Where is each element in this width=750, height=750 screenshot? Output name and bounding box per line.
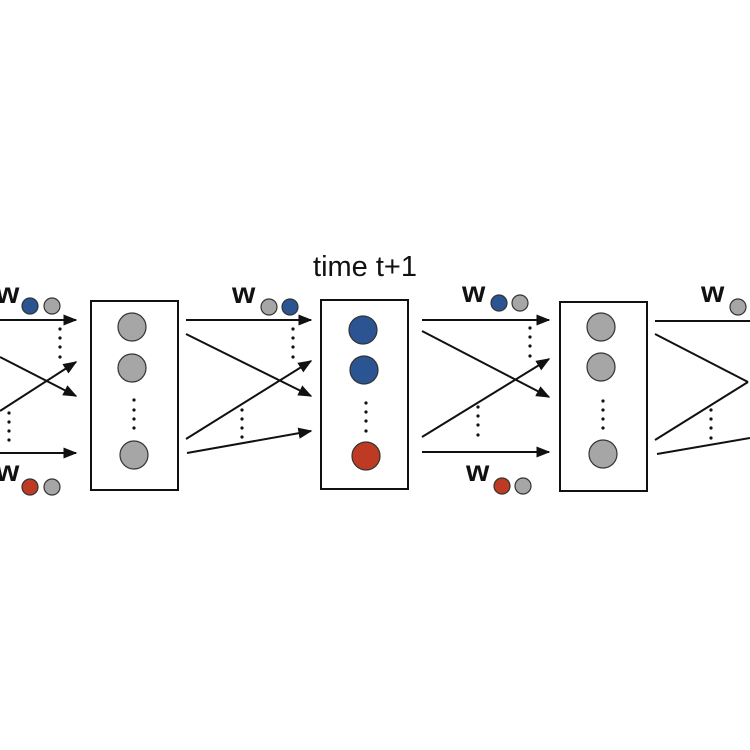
edge xyxy=(185,360,313,440)
edge xyxy=(654,381,749,441)
ellipsis-dots xyxy=(240,327,295,439)
subscript-node xyxy=(260,298,278,316)
neuron xyxy=(349,355,379,385)
subscript-node xyxy=(281,298,299,316)
weight-label-top-far-right: w xyxy=(700,276,747,316)
neuron xyxy=(586,312,616,342)
edge xyxy=(421,330,551,398)
neuron xyxy=(117,312,147,342)
edge xyxy=(421,358,551,438)
connections-layer-3-to-output xyxy=(654,320,750,455)
connections-layer-2-to-layer-3 xyxy=(421,314,551,458)
edge xyxy=(0,361,78,412)
edge xyxy=(654,333,749,383)
subscript-node xyxy=(511,294,529,312)
weight-label-bottom-left: w xyxy=(0,455,61,496)
weight-symbol: w xyxy=(0,455,20,488)
subscript-node xyxy=(21,478,39,496)
weight-symbol: w xyxy=(465,455,490,488)
edge xyxy=(656,437,750,455)
neuron xyxy=(348,315,378,345)
weight-symbol: w xyxy=(0,277,20,310)
weight-symbol: w xyxy=(461,276,486,309)
neuron xyxy=(588,439,618,469)
ellipsis-dots xyxy=(7,327,62,442)
subscript-node xyxy=(514,477,532,495)
subscript-node xyxy=(493,477,511,495)
neuron xyxy=(119,440,149,470)
layer-1 xyxy=(90,300,179,491)
weight-label-top-middle: w xyxy=(231,277,299,316)
edge xyxy=(186,427,313,454)
neuron xyxy=(351,441,381,471)
edge xyxy=(0,356,78,397)
subscript-node xyxy=(490,294,508,312)
subscript-node xyxy=(729,298,747,316)
neuron xyxy=(117,353,147,383)
weight-symbol: w xyxy=(231,277,256,310)
weight-label-top-left: w xyxy=(0,277,61,315)
layer-3 xyxy=(559,301,648,492)
weight-label-top-right: w xyxy=(461,276,529,312)
subscript-node xyxy=(21,297,39,315)
subscript-node xyxy=(43,297,61,315)
connections-layer-1-to-layer-2 xyxy=(185,314,313,454)
subscript-node xyxy=(43,478,61,496)
connections-input-to-layer-1 xyxy=(0,314,78,459)
ellipsis-dots xyxy=(476,326,532,437)
neuron xyxy=(586,352,616,382)
ellipsis-dots xyxy=(709,408,713,440)
weight-label-bottom-right: w xyxy=(465,455,532,495)
edge xyxy=(185,333,313,397)
weight-symbol: w xyxy=(700,276,725,309)
time-label: time t+1 xyxy=(313,251,417,283)
layer-2 xyxy=(320,299,409,490)
